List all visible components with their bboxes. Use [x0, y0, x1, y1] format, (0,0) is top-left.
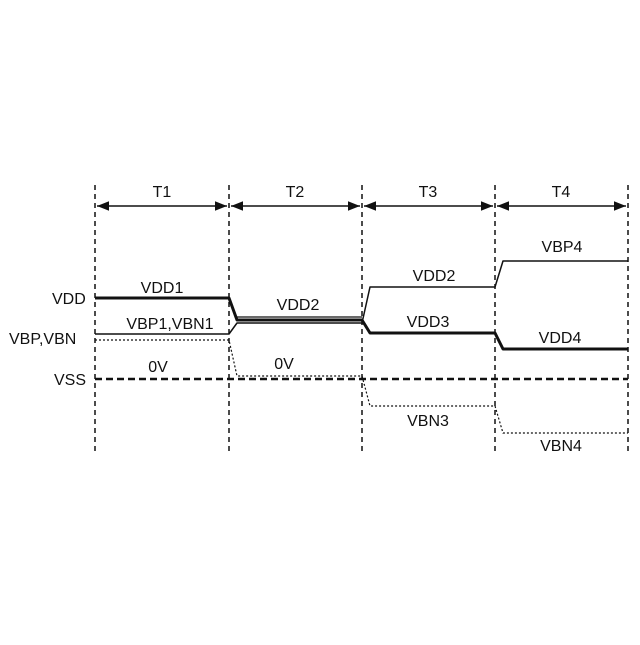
- trace-label-0v-t2: 0V: [274, 356, 294, 373]
- trace-label-0v-t1: 0V: [148, 359, 168, 376]
- trace-label-vdd2-t3: VDD2: [413, 268, 456, 285]
- trace-label-vbn3: VBN3: [407, 413, 449, 430]
- period-label-t4: T4: [552, 184, 571, 201]
- trace-label-vbn4: VBN4: [540, 438, 582, 455]
- trace-label-vdd3: VDD3: [407, 314, 450, 331]
- rail-label-vdd: VDD: [52, 291, 86, 308]
- period-label-t3: T3: [419, 184, 438, 201]
- trace-label-vdd2-t2: VDD2: [277, 297, 320, 314]
- rail-label-vbp-vbn: VBP,VBN: [9, 331, 76, 348]
- trace-label-vbp1-vbn1: VBP1,VBN1: [126, 316, 213, 333]
- trace-label-vdd1: VDD1: [141, 280, 184, 297]
- period-label-t2: T2: [286, 184, 305, 201]
- period-label-t1: T1: [153, 184, 172, 201]
- rail-label-vss: VSS: [54, 372, 86, 389]
- trace-label-vbp4: VBP4: [542, 239, 583, 256]
- trace-label-vdd4: VDD4: [539, 330, 582, 347]
